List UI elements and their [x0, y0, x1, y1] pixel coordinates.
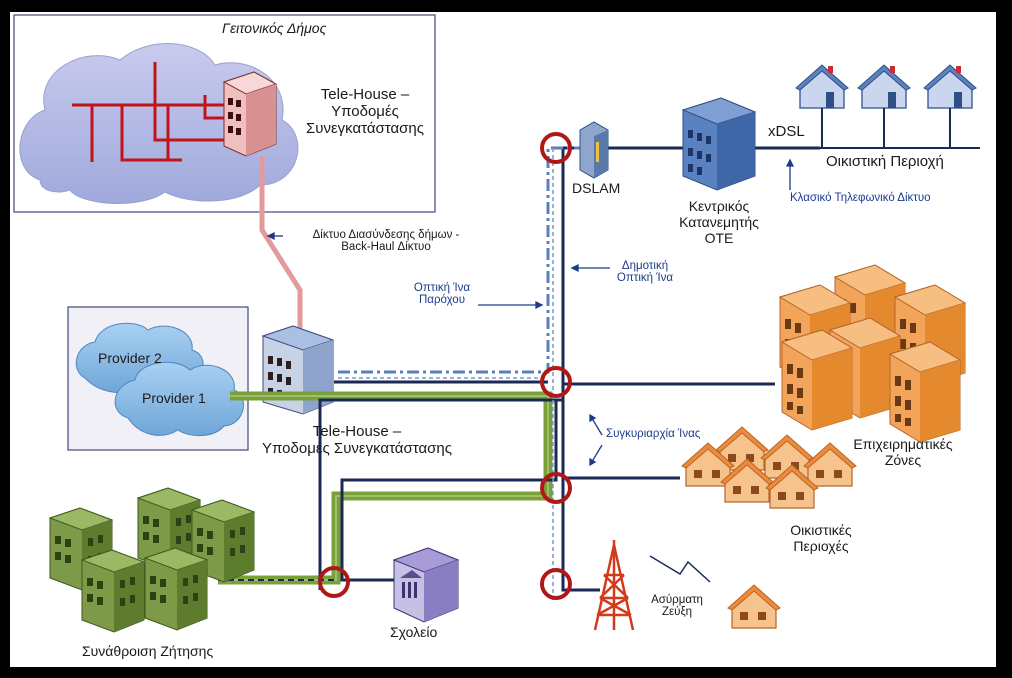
dslam-icon	[579, 121, 609, 179]
fiber-colocation-label: Συγκυριαρχία Ίνας	[606, 428, 701, 440]
provider-fiber-thin	[338, 148, 554, 600]
telehouse-top-building-icon	[222, 71, 278, 157]
classic-phone-label: Κλασικό Τηλεφωνικό Δίκτυο	[790, 192, 931, 204]
provider-1-label: Provider 1	[142, 390, 206, 406]
municipal-fiber-label: Δημοτική Οπτική Ίνα	[605, 260, 685, 284]
backhaul-line2: Back-Haul Δίκτυο	[341, 241, 431, 253]
wireless-line2: Ζεύξη	[662, 606, 692, 618]
house-drops	[820, 108, 980, 149]
telehouse-top-line1: Tele-House –	[320, 86, 410, 103]
school-building-icon	[392, 547, 460, 623]
central-office-icon	[681, 97, 757, 191]
neighbor-municipality-label: Γειτονικός Δήμος	[222, 20, 327, 36]
residential-area-label: Οικιστική Περιοχή	[826, 153, 944, 170]
telehouse-mid-line2: Υποδομές Συνεγκατάστασης	[262, 440, 452, 457]
residential-areas-line1: Οικιστικές	[790, 522, 852, 538]
residential-areas-label: Οικιστικές Περιοχές	[776, 522, 866, 554]
dslam-label: DSLAM	[572, 180, 621, 196]
wireless-link-label: Ασύρματη Ζεύξη	[642, 594, 712, 618]
xdsl-label: xDSL	[768, 123, 805, 140]
business-line2: Ζόνες	[884, 452, 922, 468]
demand-aggregation-label: Συνάθροιση Ζήτησης	[82, 643, 214, 659]
business-line1: Επιχειρηματικές	[853, 436, 953, 452]
wireless-line1: Ασύρματη	[651, 594, 703, 606]
central-line1: Κεντρικός	[688, 198, 750, 214]
municipal-fiber-line1: Δημοτική	[621, 260, 669, 272]
provider-fiber-label: Οπτική Ίνα Παρόχου	[396, 282, 488, 306]
label-arrows	[266, 158, 795, 467]
neighbor-network-lines	[72, 62, 255, 162]
provider-fiber-line1: Οπτική Ίνα	[413, 282, 471, 294]
backhaul-line1: Δίκτυο Διασύνδεσης δήμων -	[312, 229, 460, 241]
residential-areas-line2: Περιοχές	[793, 538, 849, 554]
backhaul-label: Δίκτυο Διασύνδεσης δήμων - Back-Haul Δίκ…	[286, 229, 486, 253]
lightning-bolt-icon	[649, 555, 711, 583]
provider-2-label: Provider 2	[98, 350, 162, 366]
provider-fiber-line2: Παρόχου	[419, 294, 465, 306]
municipal-fiber-line2: Οπτική Ίνα	[616, 272, 674, 284]
telehouse-top-line3: Συνεγκατάστασης	[305, 120, 424, 137]
green-demand-link	[218, 391, 553, 585]
provider-1-cloud-icon	[114, 361, 244, 436]
telehouse-top-label: Tele-House – Υποδομές Συνεγκατάστασης	[300, 86, 430, 137]
central-office-label: Κεντρικός Κατανεμητής ΟΤΕ	[664, 198, 774, 246]
school-label: Σχολείο	[390, 624, 438, 640]
central-line3: ΟΤΕ	[704, 230, 734, 246]
radio-tower-icon	[593, 540, 635, 631]
telehouse-mid-label: Tele-House – Υποδομές Συνεγκατάστασης	[252, 423, 462, 457]
telehouse-mid-line1: Tele-House –	[312, 423, 402, 440]
business-zones-label: Επιχειρηματικές Ζόνες	[848, 436, 958, 468]
central-line2: Κατανεμητής	[679, 214, 759, 230]
backhaul-link	[259, 156, 303, 335]
telehouse-top-line2: Υποδομές	[331, 103, 399, 120]
